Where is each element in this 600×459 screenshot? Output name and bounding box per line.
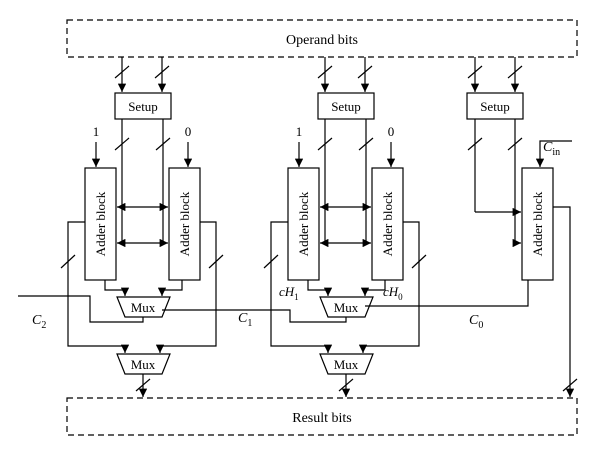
mux-label: Mux [131, 357, 156, 372]
result-bits-bus: Result bits [66, 397, 578, 436]
adder-block-left-1 [84, 167, 117, 281]
c0-label: C0 [469, 313, 483, 331]
right-stage: Cin Adder block [365, 119, 578, 397]
result-bits-label: Result bits [292, 411, 352, 426]
middle-stage: 1 0 Adder block Adder block cH1 cH0 Mux … [162, 119, 427, 397]
c1-label: C1 [238, 311, 252, 329]
output-mux-middle [319, 353, 374, 375]
adder-block-label: Adder block [93, 191, 108, 256]
operand-lines [114, 57, 523, 92]
left-stage: 1 0 Adder block Adder block Mux Mux [18, 119, 224, 397]
const-one-label: 1 [93, 124, 100, 139]
carry-mux-left [116, 296, 171, 318]
adder-block-label: Adder block [530, 191, 545, 256]
output-mux-left [116, 353, 171, 375]
adder-block-label: Adder block [296, 191, 311, 256]
setup-label: Setup [128, 99, 158, 114]
carry-mux-middle [319, 296, 374, 318]
setup-label: Setup [480, 99, 510, 114]
mux-label: Mux [334, 357, 359, 372]
ch1-label: cH1 [279, 284, 299, 302]
setup-block-middle: Setup [317, 92, 375, 120]
setup-block-right: Setup [466, 92, 524, 120]
cin-label: Cin [543, 140, 560, 158]
c2-label: C2 [32, 313, 46, 331]
const-one-label: 1 [296, 124, 303, 139]
const-zero-label: 0 [388, 124, 395, 139]
adder-block-middle-1 [287, 167, 320, 281]
ch0-label: cH0 [383, 284, 403, 302]
operand-bits-bus: Operand bits [66, 19, 578, 58]
setup-block-left: Setup [114, 92, 172, 120]
adder-block-middle-0 [371, 167, 404, 281]
const-zero-label: 0 [185, 124, 192, 139]
mux-label: Mux [334, 300, 359, 315]
adder-block-left-0 [168, 167, 201, 281]
adder-block-right [521, 167, 554, 281]
operand-bits-label: Operand bits [286, 33, 358, 48]
setup-label: Setup [331, 99, 361, 114]
adder-block-label: Adder block [380, 191, 395, 256]
adder-block-label: Adder block [177, 191, 192, 256]
mux-label: Mux [131, 300, 156, 315]
